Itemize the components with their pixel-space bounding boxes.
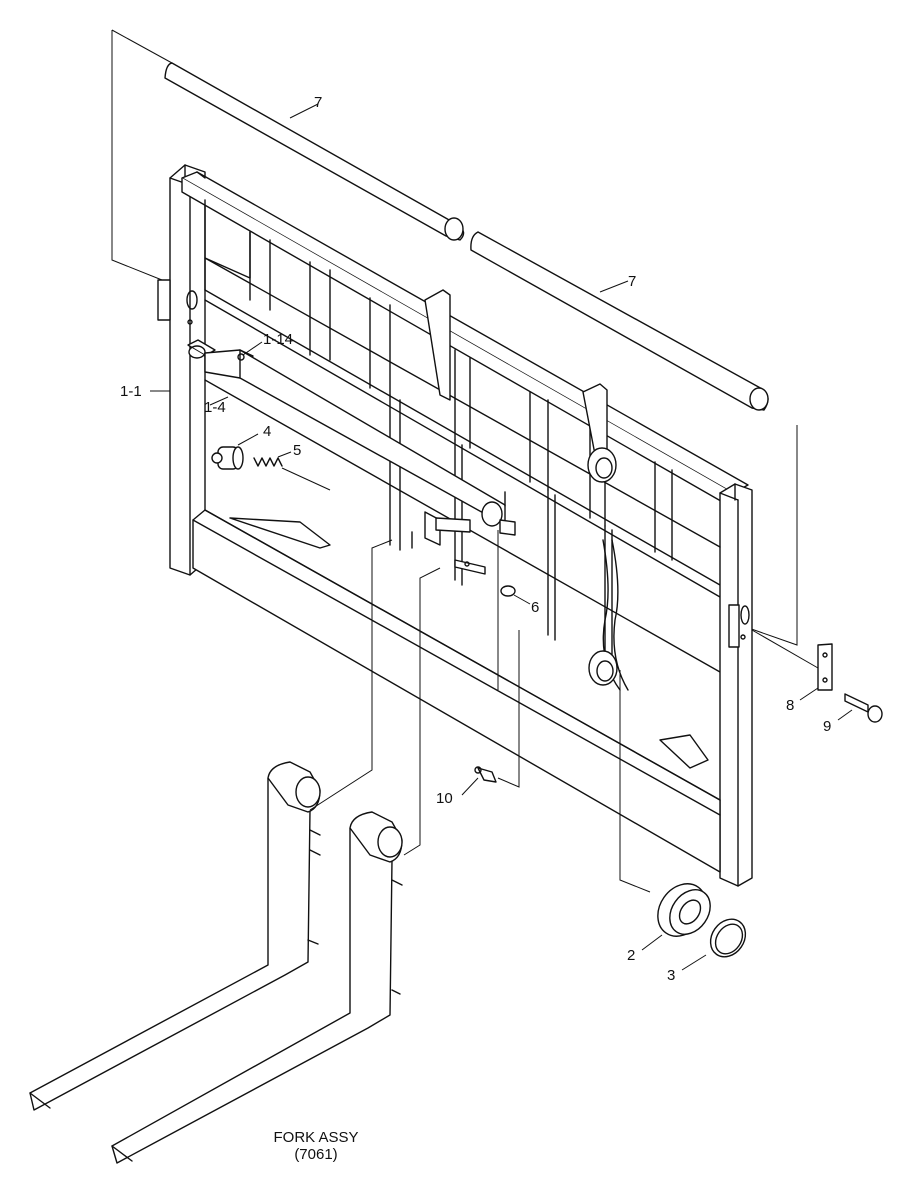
part-4-bushing (211, 446, 244, 470)
label-part-2: 2 (627, 947, 635, 964)
part-10-grease-nipple (474, 766, 497, 783)
fork-right (111, 811, 403, 1164)
label-part-7-upper: 7 (314, 94, 322, 111)
cylinder-rod-end (411, 491, 506, 575)
label-part-4: 4 (263, 423, 271, 440)
label-part-9: 9 (823, 718, 831, 735)
leader-lines (150, 103, 853, 971)
diagram-caption: FORK ASSY (7061) (273, 1129, 358, 1163)
label-part-8: 8 (786, 697, 794, 714)
label-part-1-1: 1-1 (120, 383, 142, 400)
part-3-snap-ring (709, 918, 747, 958)
label-part-5: 5 (293, 442, 301, 459)
caption-title: FORK ASSY (273, 1129, 358, 1146)
part-6-nut (500, 585, 516, 597)
assembly-outline-rollers (111, 29, 798, 646)
roller-lower (470, 231, 769, 411)
carriage-frame (157, 164, 753, 887)
label-part-10: 10 (436, 790, 453, 807)
label-part-7-lower: 7 (628, 273, 636, 290)
side-shift-cylinder (187, 339, 516, 536)
carriage-rollers (587, 447, 618, 686)
label-part-1-14: 1-14 (263, 331, 293, 348)
part-labels: 7 7 1-14 1-1 1-4 4 5 6 8 9 10 2 3 (120, 94, 831, 984)
label-part-3: 3 (667, 967, 675, 984)
assembly-reference-lines (187, 344, 819, 893)
part-9-bolt (844, 693, 883, 723)
roller-upper (164, 62, 465, 241)
fork-left (29, 761, 321, 1111)
part-2-bearing (657, 883, 711, 937)
label-part-1-4: 1-4 (204, 399, 226, 416)
part-5-spring (253, 457, 283, 467)
label-part-6: 6 (531, 599, 539, 616)
caption-code: (7061) (294, 1146, 337, 1163)
part-8-plate (817, 643, 833, 691)
